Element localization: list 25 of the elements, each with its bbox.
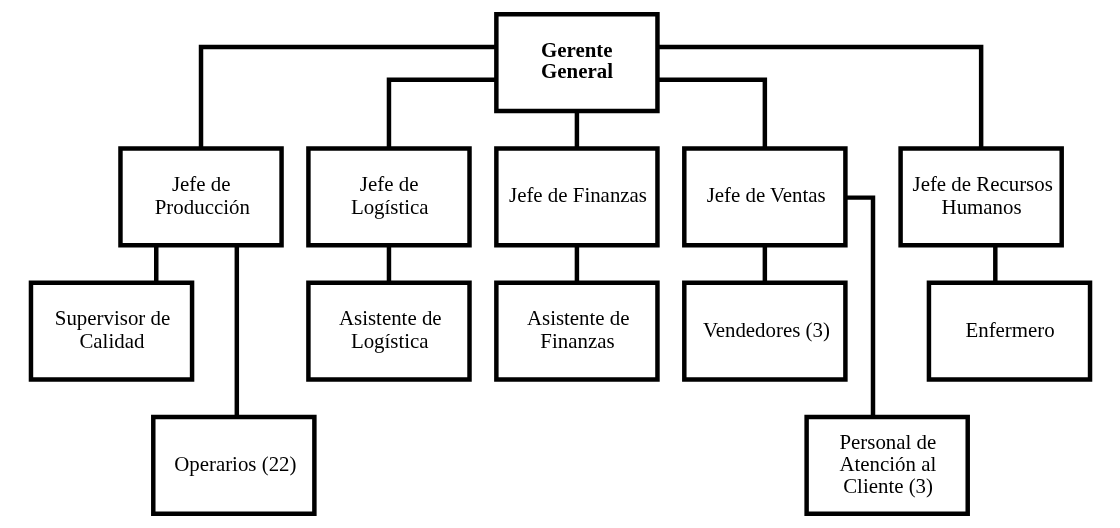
node-box: Operarios (22) <box>150 414 317 517</box>
connector <box>762 245 767 283</box>
node-box: Jefe de Ventas <box>681 146 848 248</box>
node-box: Supervisor de Calidad <box>28 280 194 382</box>
connector <box>657 44 983 149</box>
connector <box>657 77 767 148</box>
connector <box>386 77 496 148</box>
node-box: Vendedores (3) <box>681 280 848 382</box>
connector <box>198 44 496 149</box>
connector <box>992 245 998 283</box>
connector <box>234 245 239 417</box>
connector <box>574 245 579 283</box>
connector <box>845 195 875 417</box>
node-box: Gerente General <box>493 11 660 114</box>
connector <box>574 111 579 149</box>
node-box: Jefe de Recursos Humanos <box>897 146 1064 248</box>
node-box: Jefe de Producción <box>117 146 284 248</box>
connector <box>386 245 391 283</box>
node-box: Asistente de Logística <box>305 280 472 382</box>
node-box: Personal de Atención al Cliente (3) <box>803 414 970 517</box>
node-box: Jefe de Logística <box>305 146 472 248</box>
connector <box>153 245 158 283</box>
node-box: Enfermero <box>926 280 1092 382</box>
node-box: Asistente de Finanzas <box>493 280 660 382</box>
node-box: Jefe de Finanzas <box>493 146 660 248</box>
